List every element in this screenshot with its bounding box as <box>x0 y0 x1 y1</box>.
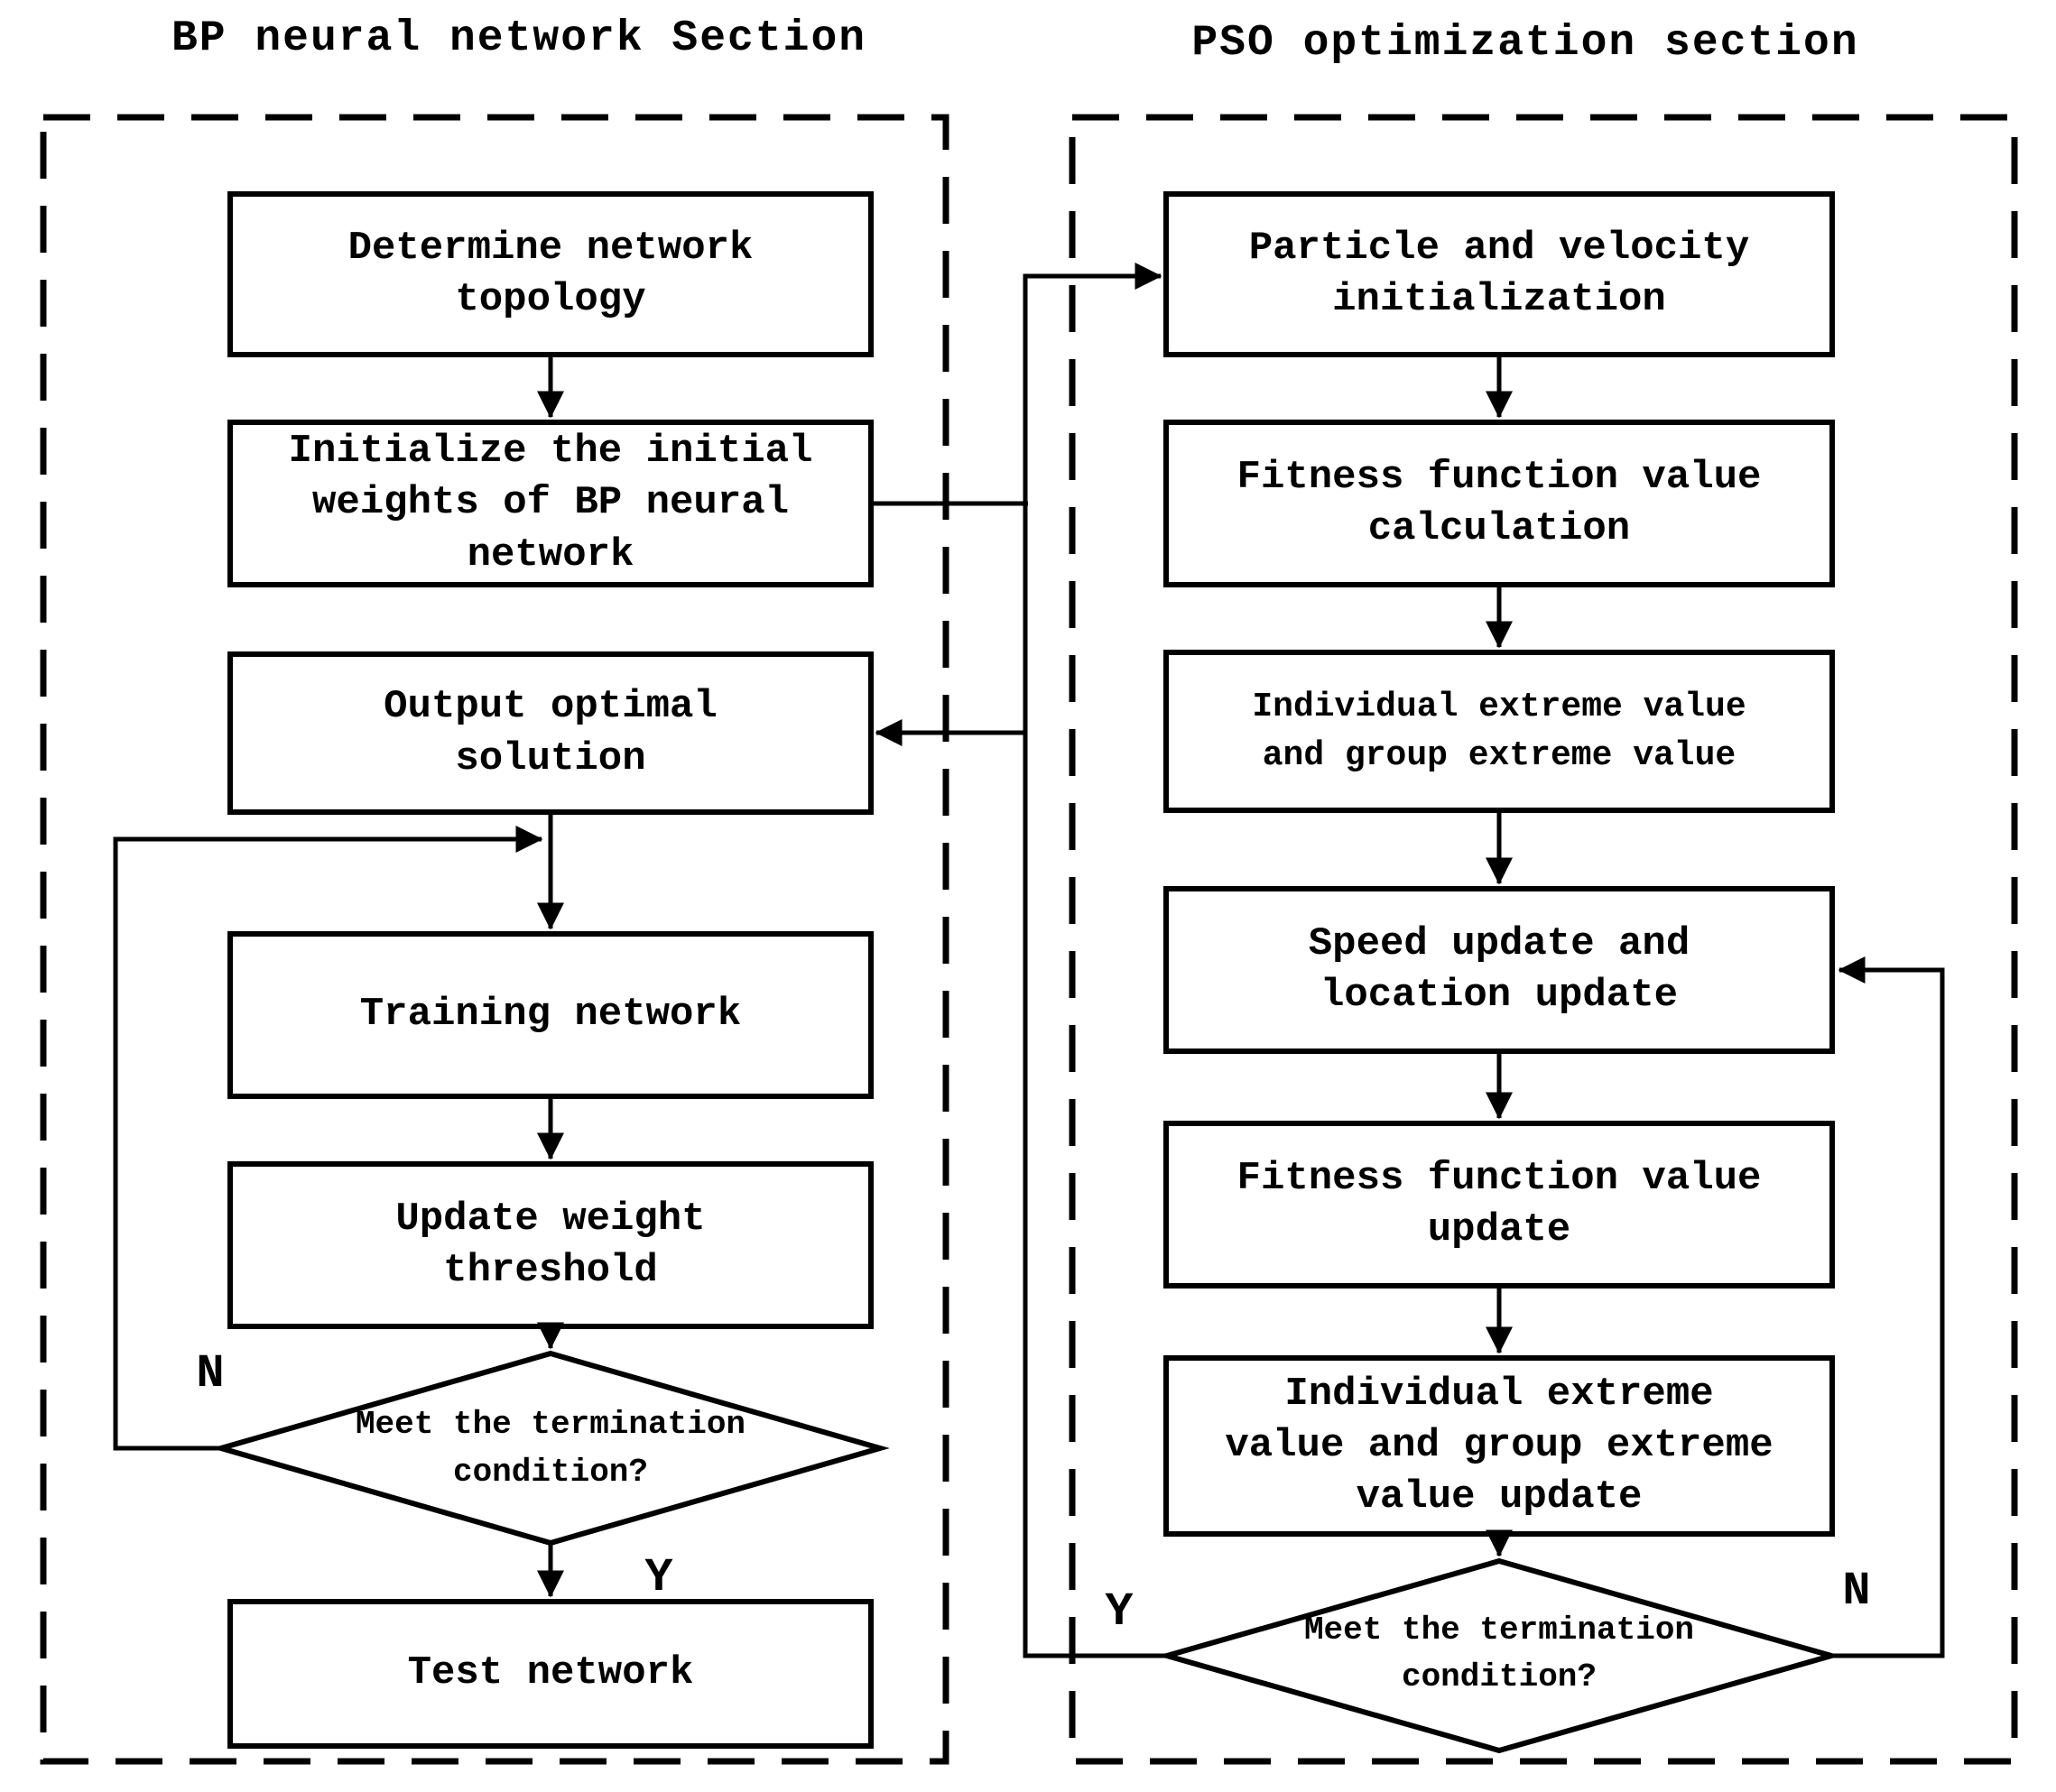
connector-decision-no-loop <box>113 826 543 1451</box>
bp-section-title: BP neural network Section <box>171 14 867 63</box>
pso-fitness-calc-label: Fitness function value calculation <box>1236 454 1762 551</box>
pso-particle-init-label: Particle and velocity initialization <box>1248 225 1750 322</box>
bp-training-network-label: Training network <box>359 992 742 1038</box>
connector-rail-to-particle-init <box>1023 263 1167 1658</box>
pso-speed-location-box <box>1163 886 1835 1054</box>
bp-output-optimal-box <box>227 651 874 815</box>
pso-fitness-update-label: Fitness function value update <box>1236 1155 1762 1252</box>
pso-particle-init-box <box>1163 191 1835 357</box>
pso-termination-decision-diamond <box>1157 1557 1841 1754</box>
pso-section-title: PSO optimization section <box>1191 18 1859 68</box>
pso-extreme-update-label: Individual extreme value and group extre… <box>1225 1371 1774 1520</box>
bp-section-border <box>40 114 949 1765</box>
bp-test-network-label: Test network <box>407 1650 694 1696</box>
pso-fitness-update-box <box>1163 1121 1835 1289</box>
bp-branch-no-label: N <box>196 1346 225 1400</box>
bp-determine-topology-box <box>227 191 874 357</box>
pso-extreme-values-box <box>1163 650 1835 813</box>
bp-update-weight-box <box>227 1161 874 1329</box>
bp-update-weight-label: Update weight threshold <box>395 1196 706 1293</box>
pso-extreme-values-label: Individual extreme value and group extre… <box>1252 688 1746 775</box>
bp-termination-decision-label: Meet the termination condition? <box>355 1406 746 1491</box>
bp-training-network-box <box>227 931 874 1099</box>
bp-initialize-weights-box <box>227 420 874 587</box>
bp-test-network-box <box>227 1599 874 1749</box>
pso-speed-location-label: Speed update and location update <box>1308 920 1690 1018</box>
bp-determine-topology-label: Determine network topology <box>347 225 754 322</box>
pso-branch-yes-label: Y <box>1105 1584 1134 1639</box>
pso-section-border <box>1069 114 2018 1765</box>
bp-output-optimal-label: Output optimal solution <box>384 684 718 781</box>
pso-termination-decision-label: Meet the termination condition? <box>1303 1611 1695 1695</box>
pso-branch-no-label: N <box>1842 1564 1871 1618</box>
bp-branch-yes-label: Y <box>644 1550 673 1604</box>
connector-decision-no-loop-pso <box>1831 956 1945 1658</box>
bp-initialize-weights-label: Initialize the initial weights of BP neu… <box>288 429 813 577</box>
